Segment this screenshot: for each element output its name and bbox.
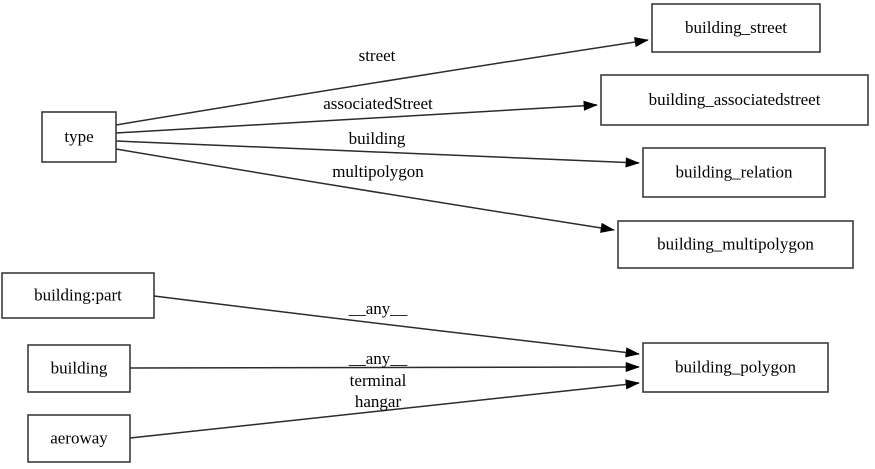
edge-type-street [115,37,649,126]
node-building_relation[interactable]: building_relation [642,147,826,198]
edge-arrowhead [634,37,649,48]
nodes-layer: type building_street building_associatedst… [1,3,869,463]
edge-line [129,366,640,369]
edge-arrowhead [625,157,640,168]
edge-type-associatedstreet [115,100,598,134]
edge-labels-layer: street associatedStreet building multipolyg… [323,46,433,411]
edge-label-label-any-building: __any__ [348,349,408,368]
edge-label-label-building: building [349,129,406,148]
node-label: building_multipolygon [657,234,814,253]
node-label: building_associatedstreet [649,90,821,109]
node-label: building_street [685,18,787,37]
edge-type-multipolygon [115,148,615,233]
edge-label-label-multipolygon: multipolygon [332,162,424,181]
edge-aeroway-terminal-hangar [129,379,640,439]
node-label: building:part [34,285,122,304]
node-label: aeroway [50,428,108,447]
node-type[interactable]: type [41,111,117,163]
edge-line [153,295,640,355]
node-building_multipolygon[interactable]: building_multipolygon [617,220,854,269]
edge-line [129,382,640,439]
node-building_part[interactable]: building:part [1,272,155,319]
edge-label-label-street: street [359,46,396,65]
node-label: building_polygon [675,357,796,376]
node-box[interactable] [1,272,155,319]
node-building[interactable]: building [27,344,131,393]
node-box[interactable] [642,147,826,198]
edge-line [115,39,649,126]
edge-arrowhead [600,222,615,233]
edge-line [115,148,615,231]
edges-layer [115,37,649,439]
node-building_street[interactable]: building_street [651,3,821,53]
node-box[interactable] [617,220,854,269]
edge-label-label-hangar: hangar [355,392,402,411]
node-box[interactable] [642,342,829,393]
edge-part-any [153,295,640,358]
edge-arrowhead [583,100,598,111]
node-aeroway[interactable]: aeroway [27,414,131,463]
edge-type-building [115,140,640,168]
node-label: building [51,358,108,377]
edge-label-label-any-part: __any__ [348,299,408,318]
edge-arrowhead [625,379,640,390]
edge-line [115,104,598,134]
node-box[interactable] [27,344,131,393]
edge-arrowhead [625,347,640,358]
node-box[interactable] [41,111,117,163]
edge-arrowhead [625,362,640,373]
edge-label-label-terminal: terminal [350,371,407,390]
node-box[interactable] [600,74,869,126]
edge-line [115,140,640,164]
edge-building-any [129,362,640,373]
node-building_associatedstreet[interactable]: building_associatedstreet [600,74,869,126]
node-box[interactable] [651,3,821,53]
node-box[interactable] [27,414,131,463]
node-building_polygon[interactable]: building_polygon [642,342,829,393]
edge-label-label-associatedstreet: associatedStreet [323,94,433,113]
node-label: type [64,127,93,146]
node-label: building_relation [675,162,793,181]
